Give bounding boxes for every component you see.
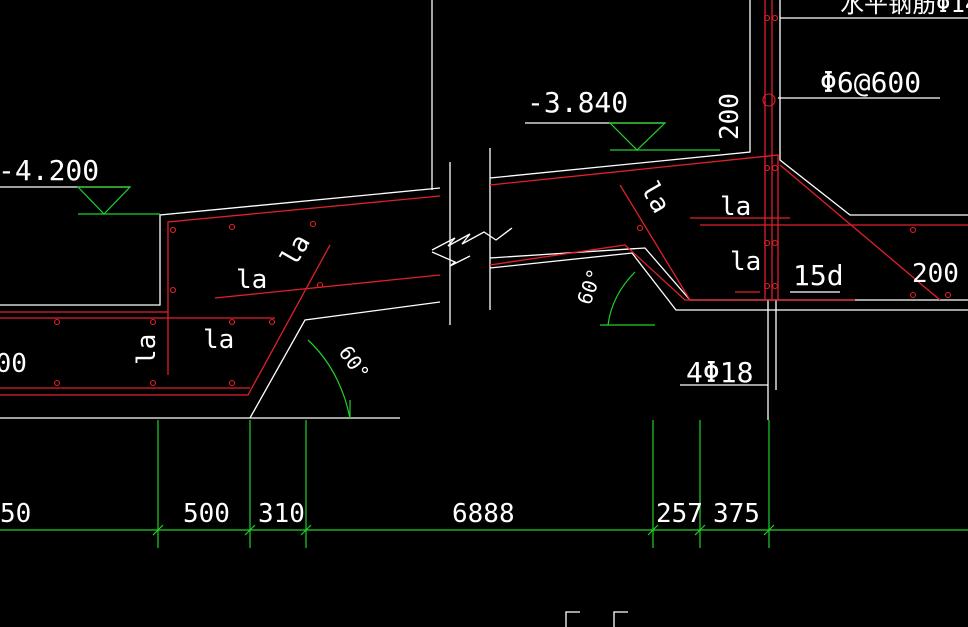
dim-label-100-left: 100 (0, 349, 27, 379)
la-label: la (236, 265, 267, 295)
elevation-marker-left (0, 186, 160, 215)
dimension-value: 375 (713, 499, 760, 529)
section-mark (565, 611, 628, 627)
rebar-lines (0, 0, 968, 396)
la-label: la (634, 177, 676, 219)
spec-label-phi6: Φ6@600 (820, 66, 921, 99)
rebar-dots (53, 14, 952, 387)
angle-arc-left (307, 339, 351, 419)
leader-lines (680, 17, 968, 386)
dim-label-200-vertical: 200 (715, 93, 745, 140)
la-label: la (720, 192, 751, 222)
dim-label-200-right: 200 (912, 259, 959, 289)
angle-label-right: 60° (572, 266, 607, 308)
label-15d: 15d (793, 259, 844, 292)
dimension-chain (0, 420, 968, 548)
la-label: la (203, 325, 234, 355)
elevation-label-mid: -3.840 (527, 86, 628, 119)
la-label: la (132, 334, 162, 365)
dimension-value: 6888 (452, 499, 515, 529)
elevation-label-left: -4.200 (0, 154, 99, 187)
elevation-marker-mid (525, 122, 720, 151)
dimension-value: 310 (258, 499, 305, 529)
angle-arc-right (600, 271, 655, 326)
angle-label-left: 60° (334, 341, 374, 384)
break-symbol (431, 148, 513, 325)
dimension-value: 50 (0, 499, 31, 529)
rebar-label-4phi18: 4Φ18 (686, 356, 753, 389)
dimension-value: 257 (656, 499, 703, 529)
la-label: la (275, 229, 317, 271)
la-label: la (730, 247, 761, 277)
spec-label-top-cut: 水平钢筋Φ14 (840, 0, 968, 18)
dimension-value: 500 (183, 499, 230, 529)
